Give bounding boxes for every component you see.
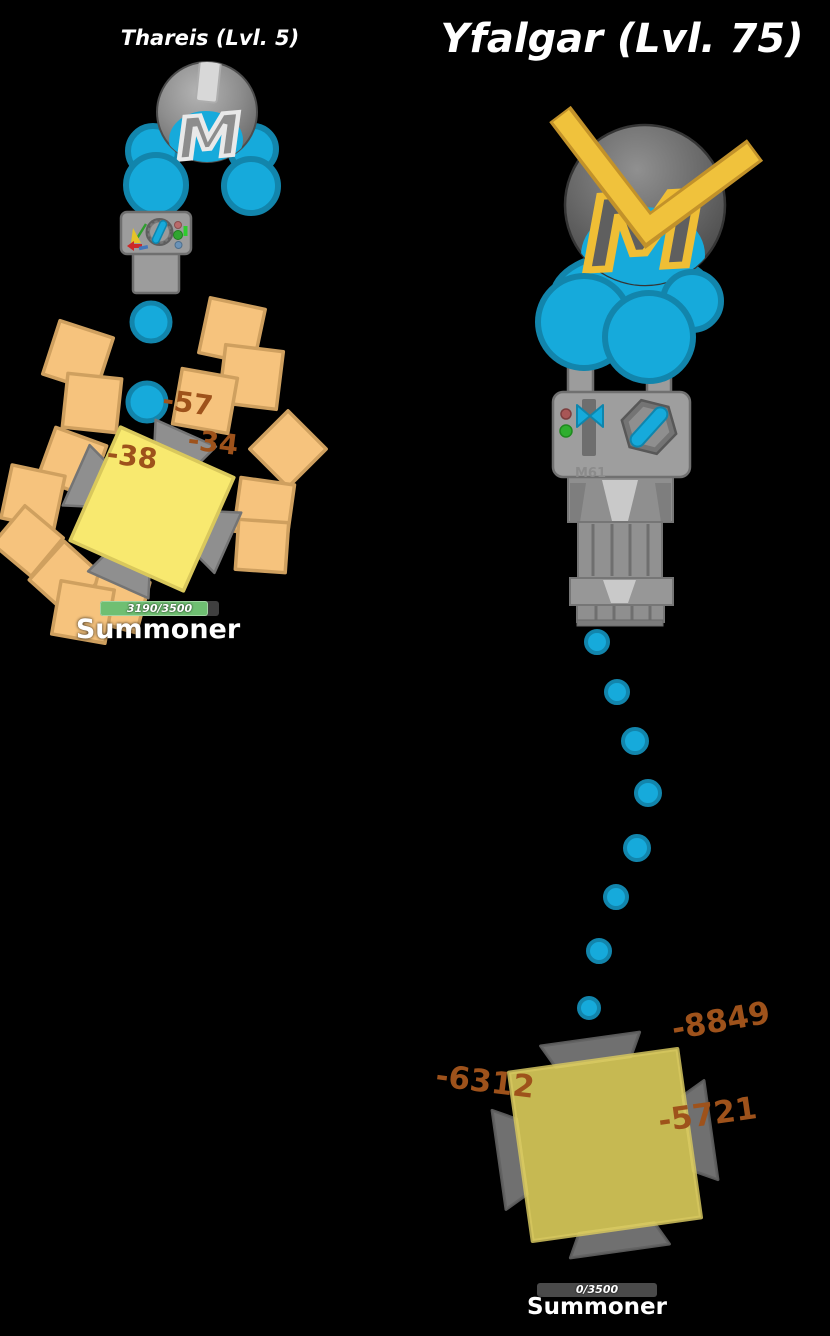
bullet — [129, 300, 173, 344]
shoulder-orb — [123, 152, 189, 218]
bullet — [584, 629, 610, 655]
gold-v-emblem — [549, 105, 764, 249]
panel-indicator-lights — [173, 221, 183, 249]
bullet-trail — [577, 629, 662, 1020]
boss-health-text-left: 3190/3500 — [126, 602, 193, 615]
player-title-right: Yfalgar (Lvl. 75) — [440, 16, 804, 62]
boss-health-bar-right: 0/3500 — [537, 1283, 657, 1297]
square-minion — [49, 578, 117, 646]
square-minion — [0, 504, 65, 578]
hex-dial — [620, 398, 678, 456]
panel-flag-icon — [127, 223, 149, 251]
bullet — [586, 938, 612, 964]
summoner-boss-left — [61, 418, 243, 600]
boss-health-text-right: 0/3500 — [575, 1283, 619, 1296]
indicator-light-red — [560, 408, 572, 420]
square-minion — [233, 517, 291, 575]
square-minion — [248, 409, 328, 489]
shoulder-orb — [602, 290, 696, 384]
boss-name-left: Summoner — [75, 614, 241, 645]
boss-body — [68, 425, 236, 593]
bullet — [603, 884, 629, 910]
square-minion — [170, 366, 240, 436]
visor-glow — [169, 111, 243, 162]
damage-number: -57 — [160, 383, 216, 423]
armor-skirt — [567, 459, 674, 627]
shoulder-orb — [221, 156, 281, 216]
damage-number: -34 — [185, 423, 241, 462]
boss-health-bar-left: 3190/3500 — [100, 601, 219, 616]
boss-body — [506, 1046, 704, 1244]
panel-dial — [145, 218, 174, 246]
panel-slot — [582, 399, 596, 456]
damage-number: -38 — [104, 437, 160, 476]
thareis-tank: M — [119, 61, 281, 295]
bullet — [125, 380, 169, 424]
status-tick — [183, 226, 188, 236]
yfalgar-tank: M — [535, 105, 764, 627]
square-minion — [60, 371, 124, 435]
player-title-left: Thareis (Lvl. 5) — [120, 26, 300, 50]
boss-health-fill-left — [100, 601, 209, 616]
helmet-stripe — [195, 62, 222, 104]
bullet — [577, 996, 601, 1020]
indicator-light-green — [559, 424, 573, 438]
bullet — [623, 834, 651, 862]
bullet — [621, 727, 649, 755]
summoner-boss-right — [490, 1030, 720, 1260]
body-label: M61 — [575, 466, 606, 481]
bowtie-icon — [576, 404, 604, 428]
bullet — [604, 679, 630, 705]
torso — [131, 249, 181, 295]
boss-name-right: Summoner — [527, 1294, 667, 1320]
bullet — [634, 779, 662, 807]
